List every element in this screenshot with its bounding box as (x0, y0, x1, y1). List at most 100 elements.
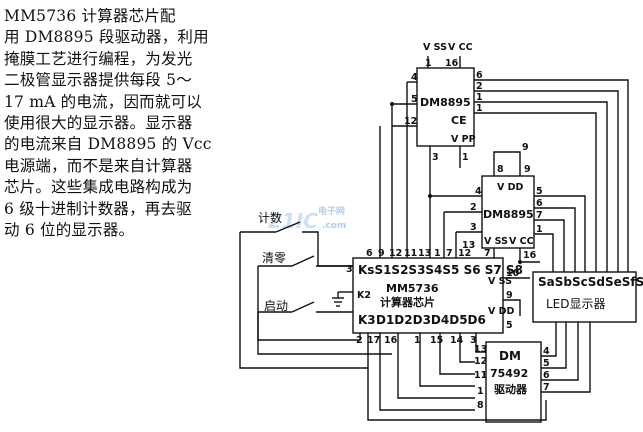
watermark: 21IC 电子网 .com (268, 205, 346, 233)
mid-driver-labels: V DD DM8895 V SS V CC 8 9 4 5 6 7 2 3 1 … (462, 164, 543, 261)
pin-label: 9 (522, 142, 529, 153)
pin-label: 13 (418, 248, 431, 259)
pin-label: 1 (536, 224, 543, 235)
pin-label: 6 (476, 70, 483, 81)
pin-label: 15 (430, 335, 443, 346)
top-driver-vpp: V PP (451, 134, 476, 145)
pin-label: 3 (470, 335, 477, 346)
pin-label: 3 (432, 152, 439, 163)
switch-labels: 计数 清零 启动 (258, 210, 288, 313)
switch-clear-label: 清零 (262, 251, 286, 265)
pin-label: 17 (367, 335, 380, 346)
pin-label: 1 (476, 92, 483, 103)
pin-label: 4 (543, 346, 550, 357)
pin-label: 5 (411, 94, 418, 105)
pin-label: 7 (446, 248, 453, 259)
pin-label: 3 (346, 264, 353, 275)
pin-label: 8 (497, 164, 504, 175)
pin-label: 5 (536, 186, 543, 197)
pin-label: 1 (434, 248, 441, 259)
watermark-site-cn: 电子网 (318, 205, 345, 217)
pin-label: 11 (474, 370, 487, 381)
pin-label: 3 (470, 222, 477, 233)
description-line: 二极管显示器提供每段 5～ (4, 71, 192, 90)
pin-label: 1 (477, 386, 484, 397)
pin-label: 9 (378, 248, 385, 259)
display-segments: SaSbScSdSeSfSg (538, 275, 643, 289)
main-chip-line2: 计算器芯片 (380, 295, 435, 309)
pin-label: 5 (543, 358, 550, 369)
watermark-site: .com (322, 221, 346, 231)
top-driver-ce: CE (451, 114, 467, 127)
pin-label: 10 (506, 268, 520, 279)
digit-driver-labels: DM 75492 驱动器 13 12 11 1 8 4 5 6 7 (474, 344, 550, 411)
led-display-box (532, 271, 637, 323)
top-driver-box (416, 67, 475, 147)
digit-driver-box (485, 341, 542, 423)
main-chip-k2: K2 (357, 290, 371, 301)
digit-driver-line1: DM (499, 349, 521, 363)
main-chip-box (352, 257, 504, 334)
pin-label: 13 (462, 240, 475, 251)
mid-driver-vdd: V DD (497, 182, 524, 193)
description-line: MM5736 计算器芯片配 (4, 7, 176, 25)
pin-label: 7 (484, 248, 491, 259)
main-chip-labels: 6 9 12 11 13 1 7 12 3 KsS1S2S3S4S5 S6 S7… (346, 248, 523, 346)
pin-label: 12 (458, 248, 471, 259)
description-line: 用 DM8895 段驱动器，利用 (4, 28, 209, 47)
pin-label: 1 (425, 58, 432, 69)
description-line: 6 级十进制计数器，再去驱 (4, 199, 192, 218)
main-chip-vss: V SS (488, 276, 512, 287)
mid-driver-vcc: V CC (509, 236, 534, 247)
top-driver-name: DM8895 (420, 96, 471, 109)
pin-label: 1 (462, 152, 469, 163)
description-line: 的电流来自 DM8895 的 Vcc (4, 135, 212, 154)
pin-label: 6 (366, 248, 373, 259)
main-chip-digit-row: D1D2D3D4D5D6 (376, 313, 486, 327)
pin-label: 13 (474, 344, 487, 355)
main-chip-vdd: V DD (488, 306, 515, 317)
pin-label: 6 (536, 198, 543, 209)
pin-label: 9 (506, 290, 513, 301)
digit-driver-line2: 75492 (490, 367, 528, 380)
description-line: 电源端，而不是来自计算器 (4, 156, 193, 175)
switch-start-label: 启动 (264, 299, 288, 313)
pin-label: 7 (536, 210, 543, 221)
mid-driver-vss: V SS (484, 236, 508, 247)
display-label: LED显示器 (546, 297, 606, 311)
pin-label: 9 (524, 164, 531, 175)
pin-label: 1 (414, 335, 421, 346)
pin-label: 16 (445, 58, 459, 69)
pin-label: 12 (474, 356, 487, 367)
digit-driver-line3: 驱动器 (494, 382, 528, 396)
description-line: 使用很大的显示器。显示器 (4, 114, 193, 133)
pin-label: 11 (404, 248, 417, 259)
pin-label: 7 (543, 382, 550, 393)
pin-label: 4 (411, 72, 418, 83)
junction-dots (390, 102, 522, 264)
top-driver-vcc: V CC (448, 42, 473, 53)
description-text: MM5736 计算器芯片配 用 DM8895 段驱动器，利用 掩膜工艺进行编程，… (4, 6, 236, 241)
pin-label: 6 (543, 370, 550, 381)
pin-label: 16 (384, 335, 398, 346)
watermark-logo: 21IC (268, 209, 318, 233)
pin-label: 14 (450, 335, 464, 346)
description-line: 芯片。这些集成电路构成为 (4, 178, 193, 197)
top-driver-labels: V SS V CC 4 1 16 5 6 1 12 1 2 3 1 9 DM88… (404, 42, 529, 163)
pin-label: 8 (477, 400, 484, 411)
pin-label: 12 (389, 248, 402, 259)
pin-label: 4 (475, 186, 482, 197)
top-driver-vss: V SS (423, 42, 447, 53)
pin-label: 5 (506, 320, 513, 331)
pin-label: 2 (356, 335, 363, 346)
pin-label: 2 (470, 202, 477, 213)
pin-label: 16 (523, 250, 537, 261)
description-line: 17 mA 的电流，因而就可以 (4, 92, 202, 111)
main-chip-seg-row: KsS1S2S3S4S5 S6 S7 S8 (358, 263, 523, 277)
main-chip-line1: MM5736 (386, 282, 439, 295)
switch-count-label: 计数 (258, 210, 282, 225)
mid-driver-name: DM8895 (483, 208, 534, 221)
description-line: 动 6 位的显示器。 (4, 221, 135, 240)
pin-label: 12 (404, 116, 417, 127)
